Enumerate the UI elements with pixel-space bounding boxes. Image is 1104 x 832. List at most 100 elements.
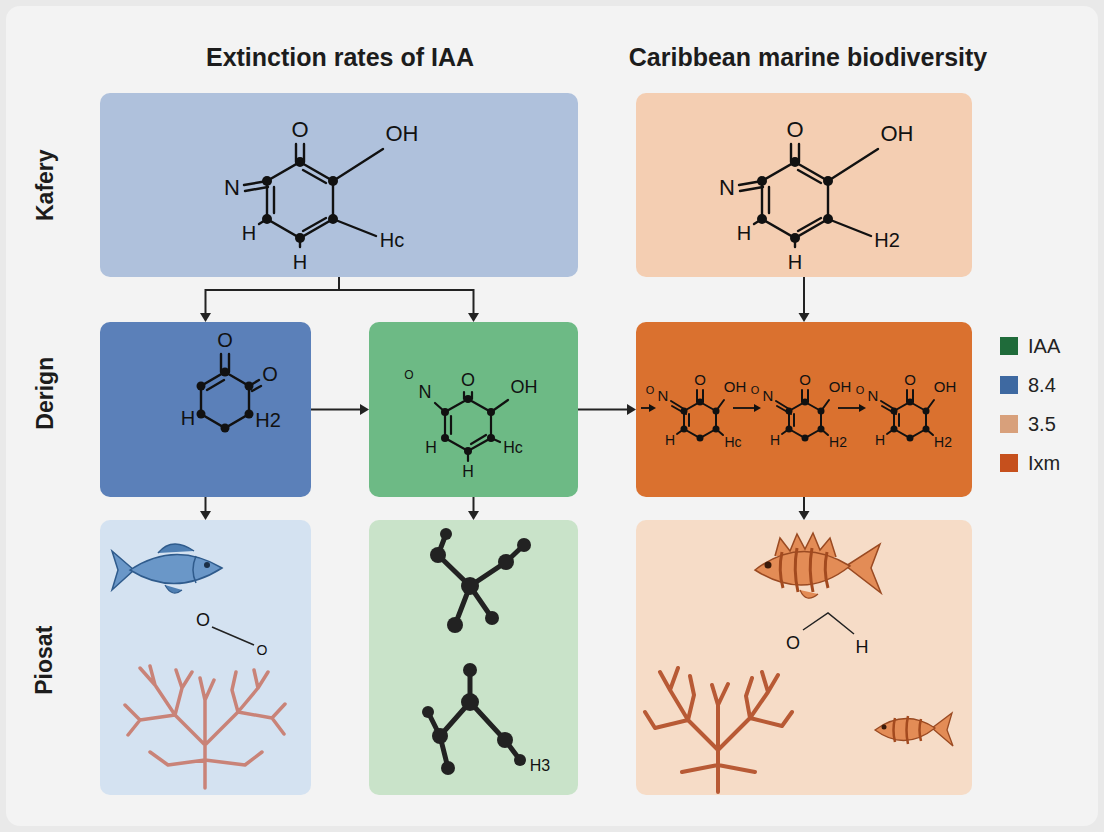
ring-molecule <box>328 176 338 186</box>
panel-fills <box>636 93 972 277</box>
coral <box>645 668 792 792</box>
legend-label: Ixm <box>1028 452 1060 475</box>
atom-label: H3 <box>530 757 550 775</box>
atom-label: H2 <box>874 229 900 252</box>
ball-stick-molecule <box>422 706 434 718</box>
dione-molecule <box>201 372 249 428</box>
ball-stick-molecule <box>497 732 513 748</box>
arrow-head <box>468 511 479 520</box>
dione-molecule <box>221 368 230 377</box>
striped-fish <box>846 544 881 593</box>
striped-fish <box>755 551 850 585</box>
connector-line <box>473 497 475 513</box>
striped-fish <box>780 548 828 592</box>
panel-fills <box>369 520 578 795</box>
ball-stick-molecule <box>432 728 448 744</box>
ring-molecule <box>739 144 878 247</box>
atom-label: H <box>737 222 751 245</box>
atom-label: O <box>262 363 278 386</box>
ball-stick-molecule <box>447 617 463 633</box>
atom-label: N <box>224 175 240 200</box>
striped-fish <box>780 552 783 588</box>
striped-fish <box>825 552 828 588</box>
small-fish <box>894 716 922 744</box>
atom-label: O <box>461 370 475 391</box>
legend-label: 8.4 <box>1028 374 1056 397</box>
atom-label: N <box>658 387 669 404</box>
striped-fish <box>803 613 854 634</box>
dione-molecule <box>245 410 254 419</box>
atom-label: Hc <box>380 229 404 252</box>
atom-label: O <box>694 371 706 388</box>
ring-molecule <box>303 218 326 231</box>
flow-arrow <box>578 404 636 415</box>
atom-label: O <box>751 384 760 397</box>
atom-label: N <box>868 387 879 404</box>
ring-molecule <box>464 395 472 403</box>
panel-fills <box>100 322 311 497</box>
flow-arrow <box>200 277 339 322</box>
connector-line <box>803 277 805 315</box>
ball-stick-molecule <box>461 693 479 711</box>
arrow-head <box>468 313 479 322</box>
small-fish <box>907 716 909 744</box>
atom-label: H <box>770 432 780 448</box>
legend-label: 3.5 <box>1028 413 1056 436</box>
atom-label: Hc <box>503 439 523 457</box>
atom-label: O <box>646 384 655 397</box>
row-label: Derign <box>32 357 58 430</box>
panel-box: OO <box>100 520 311 795</box>
ring-molecule <box>328 214 338 224</box>
ring-molecule <box>267 162 333 238</box>
reaction-arrow <box>733 407 755 409</box>
panel-box: OOHONHHcH <box>369 322 578 497</box>
ring-molecule <box>273 187 275 213</box>
atom-label: O <box>786 117 803 142</box>
atom-label: OH <box>881 121 914 146</box>
dione-molecule <box>245 382 254 391</box>
ring-molecule <box>435 392 508 461</box>
atom-label: H <box>462 463 474 481</box>
atom-label: H <box>293 251 307 274</box>
panel-fills <box>636 322 972 497</box>
atom-label: O <box>257 642 268 658</box>
small-fish <box>882 725 887 730</box>
arrow-head <box>360 404 369 415</box>
atom-label: O <box>904 371 916 388</box>
atom-label: N <box>763 387 774 404</box>
ring-molecule <box>487 408 495 416</box>
striped-fish <box>810 548 813 592</box>
atom-label: O <box>799 371 811 388</box>
legend-swatch <box>1000 454 1018 472</box>
small-fish <box>932 713 953 746</box>
ring-molecule <box>445 399 491 451</box>
legend-swatch <box>1000 415 1018 433</box>
ball-stick-molecule <box>430 528 531 633</box>
blue-fish <box>112 544 254 645</box>
blue-fish <box>130 554 222 583</box>
blue-fish <box>165 585 182 593</box>
small-fish <box>875 718 935 740</box>
legend-swatch <box>1000 376 1018 394</box>
panel-fills <box>636 520 972 795</box>
panel-box: OOHH2 <box>100 322 311 497</box>
row-label: Kafery <box>32 149 58 221</box>
panel-box: OOHNHH2H <box>636 93 972 277</box>
atom-label: H <box>242 222 256 245</box>
panel-fills <box>100 93 972 795</box>
ball-stick-molecule <box>498 554 514 570</box>
ball-stick-molecule <box>422 663 526 775</box>
ball-stick-molecule <box>438 534 524 625</box>
atom-label: O <box>856 384 865 397</box>
legend-swatch <box>1000 337 1018 355</box>
flow-arrow <box>799 497 810 520</box>
striped-fish <box>755 533 881 634</box>
reaction-arrow <box>641 407 650 409</box>
ball-stick-molecule <box>441 761 455 775</box>
reaction-arrow <box>641 404 866 412</box>
ball-stick-molecule <box>428 670 520 768</box>
reaction-arrow <box>649 404 656 412</box>
atom-label: H2 <box>255 409 281 432</box>
reaction-arrow <box>754 404 761 412</box>
